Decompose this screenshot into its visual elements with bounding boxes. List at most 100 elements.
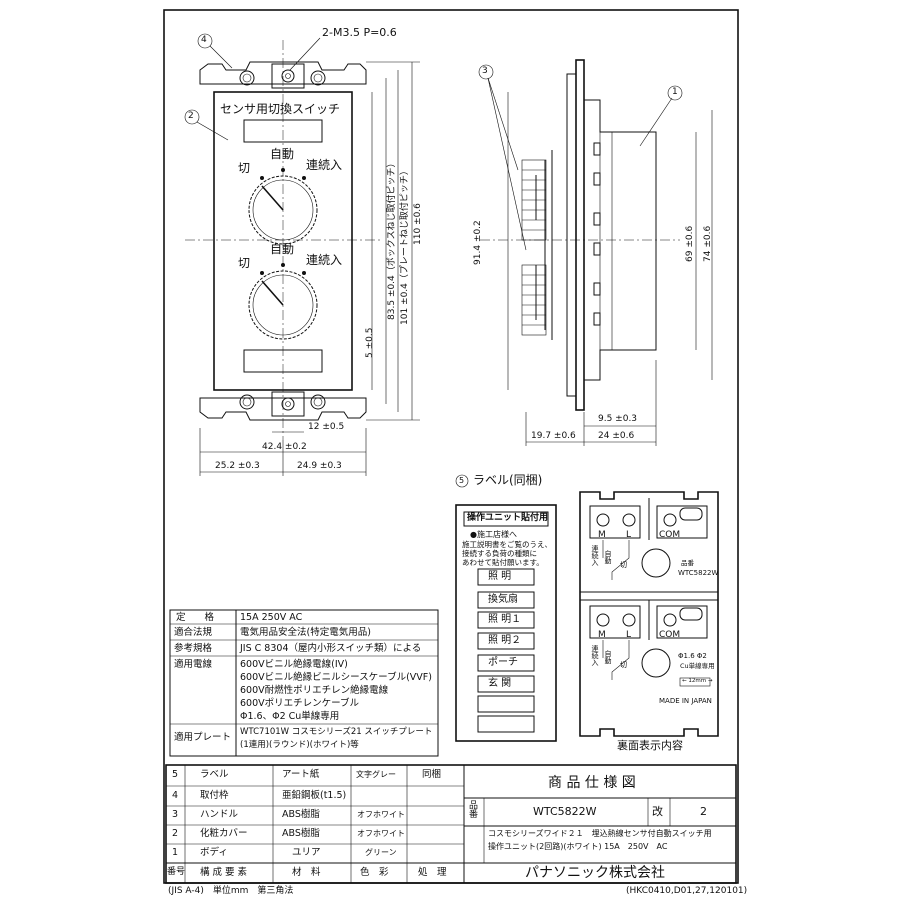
dim-side-depth-9-5: 9.5 ±0.3: [598, 414, 638, 424]
parts-name: ボディ: [200, 847, 228, 858]
label-note-title: ●施工店様へ: [470, 530, 517, 539]
dim-offset: 5 ±0.5: [365, 327, 375, 358]
label-sheet-outline: [455, 474, 557, 742]
label-item: 照 明２: [488, 635, 522, 646]
parts-name: ハンドル: [200, 809, 239, 820]
parts-name: 取付枠: [200, 790, 229, 801]
title-block-company: パナソニック株式会社: [525, 865, 665, 881]
label-item: 玄 関: [488, 678, 512, 689]
dim-side-depth-19-7: 19.7 ±0.6: [531, 431, 576, 441]
dial2-continuous-label: 連続入: [306, 253, 343, 267]
back-wire-note: Φ1.6 Φ2: [678, 652, 707, 660]
parts-color: 文字グレー: [356, 770, 396, 779]
back-off-2: 切: [620, 661, 627, 669]
spec-label: 適用電線: [174, 659, 213, 670]
parts-material: ABS樹脂: [282, 809, 320, 820]
back-continuous-2: 連続入: [591, 645, 599, 666]
back-auto-2: 自動: [604, 650, 612, 664]
title-block-part-no: WTC5822W: [533, 805, 597, 818]
title-block-rev: 2: [700, 805, 707, 818]
spec-value: Φ1.6、Φ2 Cu単線専用: [240, 711, 340, 722]
label-sheet-header: 操作ユニット貼付用: [467, 513, 549, 523]
back-strip-length: ← 12mm →: [682, 678, 713, 684]
parts-no: 4: [172, 790, 179, 801]
front-view: [184, 33, 420, 476]
label-item: ポーチ: [488, 657, 518, 668]
back-view-outline: [579, 491, 719, 737]
balloon-1: 1: [672, 87, 678, 97]
parts-name: ラベル: [200, 769, 229, 780]
parts-material: 亜鉛鋼板(t1.5): [282, 790, 347, 801]
balloon-3: 3: [482, 66, 488, 76]
label-note-line-1: 施工説明書をご覧のうえ、: [462, 540, 552, 549]
parts-color: オフホワイト: [357, 810, 405, 819]
spec-value: 600V耐燃性ポリエチレン絶縁電線: [240, 685, 389, 696]
parts-material: ユリア: [292, 847, 321, 858]
dim-right-half: 24.9 ±0.3: [297, 461, 342, 471]
dim-side-height-69: 69 ±0.6: [685, 225, 695, 262]
terminal-com-2: COM: [659, 630, 681, 640]
spec-label: 適用プレート: [174, 732, 232, 743]
label-note-line-3: あわせて貼付願います。: [462, 558, 544, 567]
title-block-desc-2: 操作ユニット(2回路)(ホワイト) 15A 250V AC: [488, 842, 668, 851]
dim-plate-pitch: 101 ±0.4（プレートねじ取付ピッチ）: [400, 166, 410, 325]
balloon-2: 2: [188, 111, 194, 121]
spec-value: 15A 250V AC: [240, 612, 303, 623]
terminal-l-1: L: [626, 530, 632, 540]
parts-no: 3: [172, 809, 179, 820]
spec-table-grid: [169, 609, 439, 757]
back-part-label: 品番: [681, 559, 694, 567]
parts-treatment: 同梱: [422, 769, 442, 780]
terminal-com-1: COM: [659, 530, 681, 540]
back-continuous-1: 連続入: [591, 545, 599, 566]
back-part-no: WTC5822W: [678, 569, 719, 577]
back-auto-1: 自動: [604, 550, 612, 564]
dial1-off-label: 切: [238, 161, 251, 175]
back-wire-note-2: Cu単線専用: [680, 662, 715, 670]
dial1-continuous-label: 連続入: [306, 158, 343, 172]
dim-side-depth-24: 24 ±0.6: [598, 431, 635, 441]
spec-label: 参考規格: [174, 643, 213, 654]
parts-table-grid: [165, 764, 737, 884]
dim-height-total: 110 ±0.6: [413, 203, 423, 245]
footer-left: (JIS A-4) 単位mm 第三角法: [168, 886, 294, 896]
back-view-caption: 裏面表示内容: [617, 739, 683, 752]
spec-label: 適合法規: [174, 627, 213, 638]
parts-name: 化粧カバー: [200, 828, 248, 839]
parts-no: 2: [172, 828, 179, 839]
parts-no: 1: [172, 847, 179, 858]
screw-note: 2-M3.5 P=0.6: [322, 26, 397, 39]
back-made-in: MADE IN JAPAN: [659, 697, 712, 705]
back-off-1: 切: [620, 561, 627, 569]
spec-value: 600Vビニル絶縁ビニルシースケーブル(VVF): [240, 672, 432, 683]
terminal-m-2: M: [598, 630, 606, 640]
dim-left-half: 25.2 ±0.3: [215, 461, 260, 471]
dim-width-total: 42.4 ±0.2: [262, 442, 307, 452]
label-item: 照 明: [488, 571, 512, 582]
label-item: 照 明１: [488, 614, 522, 625]
terminal-m-1: M: [598, 530, 606, 540]
dial1-auto-label: 自動: [270, 147, 295, 161]
title-block-title: 商 品 仕 様 図: [548, 775, 636, 791]
parts-material: ABS樹脂: [282, 828, 320, 839]
spec-value: WTC7101W コスモシリーズ21 スイッチプレート: [240, 727, 433, 737]
dim-hole-pitch: 12 ±0.5: [308, 422, 345, 432]
drawing-frame: [163, 9, 739, 884]
title-block-rev-label: 改: [652, 805, 663, 818]
parts-header-no: 番号: [167, 867, 186, 877]
spec-value: JIS C 8304（屋内小形スイッチ類）による: [240, 643, 422, 654]
parts-header-color: 色 彩: [360, 867, 389, 878]
spec-value: 電気用品安全法(特定電気用品): [240, 627, 371, 638]
terminal-l-2: L: [626, 630, 632, 640]
balloon-4: 4: [201, 35, 207, 45]
parts-color: グリーン: [365, 848, 397, 857]
spec-label: 定 格: [176, 612, 215, 623]
title-block-desc-1: コスモシリーズワイド２１ 埋込熱線センサ付自動スイッチ用: [488, 829, 712, 838]
parts-header-material: 材 料: [292, 867, 321, 878]
spec-value: 600Vビニル絶縁電線(IV): [240, 659, 348, 670]
parts-no: 5: [172, 769, 179, 780]
parts-color: オフホワイト: [357, 829, 405, 838]
label-sheet-title: ラベル(同梱): [473, 473, 543, 487]
footer-right: (HKC0410,D01,27,120101): [626, 886, 748, 896]
